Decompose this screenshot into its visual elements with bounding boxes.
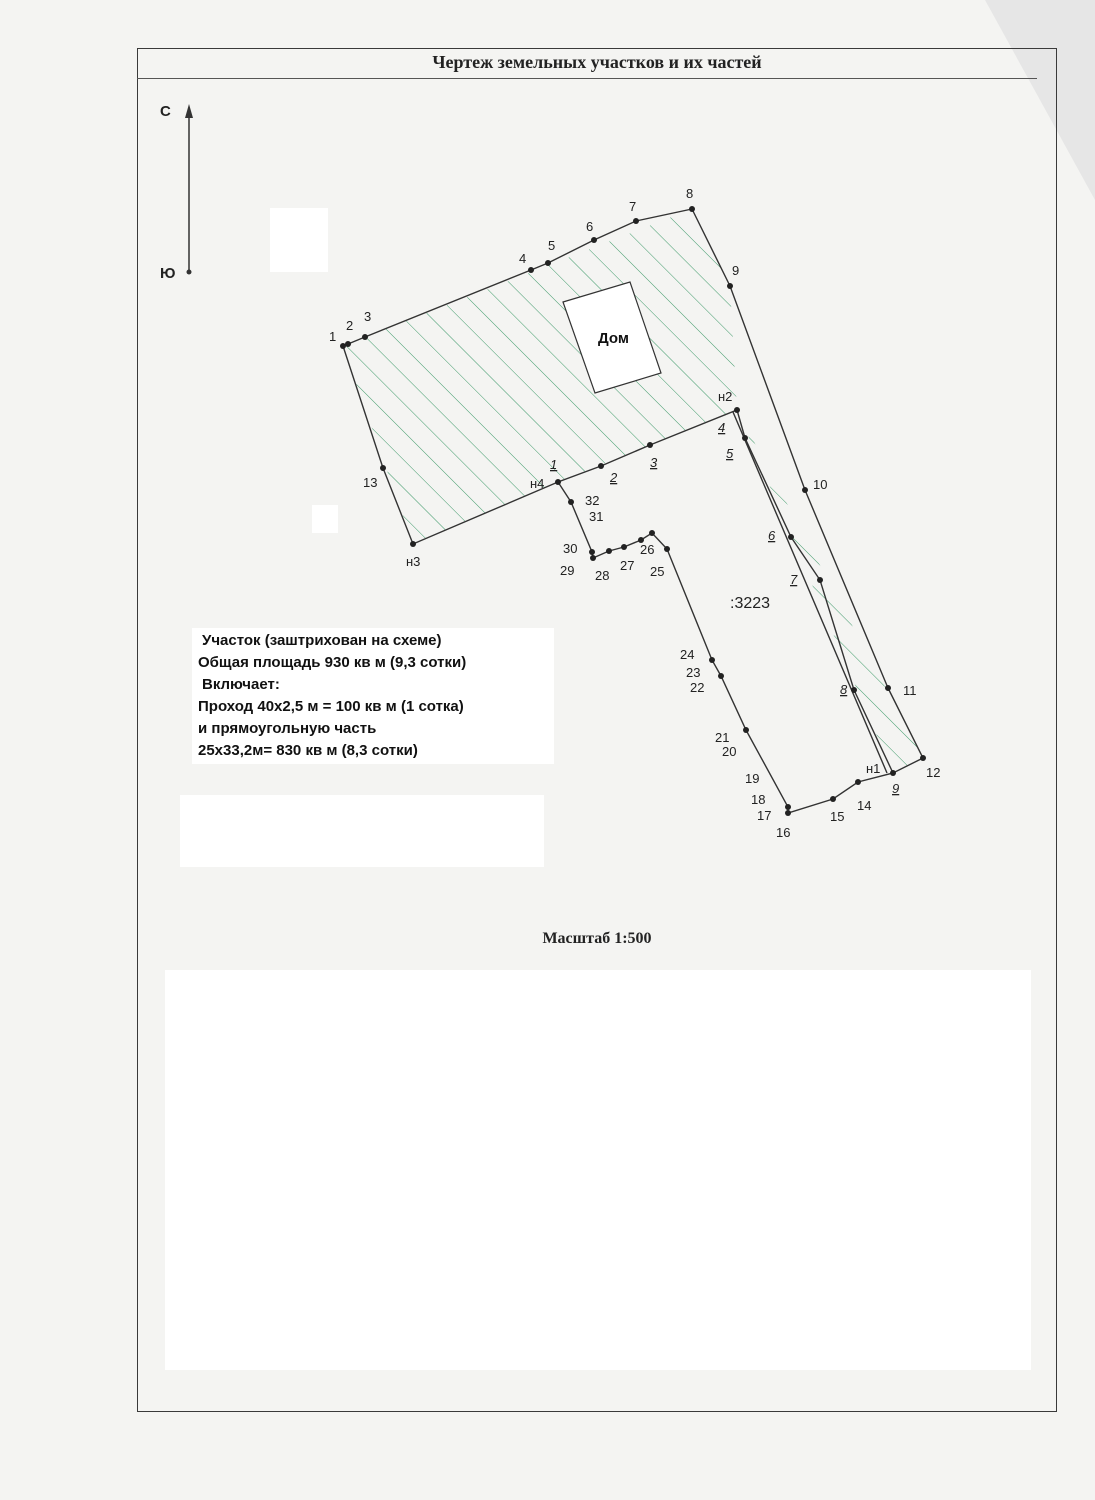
part-point-label-7: 7 xyxy=(790,572,798,587)
page-fold xyxy=(985,0,1095,200)
point-label-10: 10 xyxy=(813,477,827,492)
part-point-label-1: 1 xyxy=(550,457,557,472)
part-point-label-2: 2 xyxy=(609,470,618,485)
point-label-4: 4 xyxy=(519,251,526,266)
compass-arrow xyxy=(185,104,193,275)
point-label-31: 31 xyxy=(589,509,603,524)
point-label-30: 30 xyxy=(563,541,577,556)
compass-south-label: Ю xyxy=(160,265,175,282)
hatched-parcel xyxy=(343,209,923,773)
part-point-label-6: 6 xyxy=(768,528,776,543)
info-line-1: Участок (заштрихован на схеме) xyxy=(202,632,442,649)
info-line-5: и прямоугольную часть xyxy=(198,720,377,737)
title-divider xyxy=(137,78,1037,79)
point-label-8: 8 xyxy=(686,186,693,201)
point-label-14: 14 xyxy=(857,798,871,813)
point-label-22: 22 xyxy=(690,680,704,695)
redacted-area-top xyxy=(270,208,328,272)
point-label-n1: н1 xyxy=(866,761,880,776)
point-label-n4: н4 xyxy=(530,476,544,491)
point-label-13: 13 xyxy=(363,475,377,490)
parcel-number: :3223 xyxy=(730,595,770,612)
point-label-12: 12 xyxy=(926,765,940,780)
point-label-n3: н3 xyxy=(406,554,420,569)
point-label-17: 17 xyxy=(757,808,771,823)
part-point-label-3: 3 xyxy=(650,455,658,470)
redacted-area-middle xyxy=(180,795,544,867)
point-label-19: 19 xyxy=(745,771,759,786)
part-point-label-4: 4 xyxy=(718,420,725,435)
point-label-5: 5 xyxy=(548,238,555,253)
point-label-7: 7 xyxy=(629,199,636,214)
point-label-18: 18 xyxy=(751,792,765,807)
point-label-1: 1 xyxy=(329,329,336,344)
point-label-9: 9 xyxy=(732,263,739,278)
boundary-points xyxy=(340,206,926,816)
point-label-28: 28 xyxy=(595,568,609,583)
drawing-frame xyxy=(137,48,1057,1412)
house-outline xyxy=(562,281,662,394)
point-label-11: 11 xyxy=(903,683,917,698)
redacted-area-small xyxy=(312,505,338,533)
point-label-25: 25 xyxy=(650,564,664,579)
point-label-6: 6 xyxy=(586,219,593,234)
info-line-4: Проход 40х2,5 м = 100 кв м (1 сотка) xyxy=(198,698,464,715)
point-label-20: 20 xyxy=(722,744,736,759)
point-label-2: 2 xyxy=(346,318,353,333)
point-label-23: 23 xyxy=(686,665,700,680)
parcel-info-block: Участок (заштрихован на схеме) Общая пло… xyxy=(192,628,554,764)
point-label-32: 32 xyxy=(585,493,599,508)
point-label-n2: н2 xyxy=(718,389,732,404)
parcel-inner-boundary xyxy=(732,411,888,774)
part-point-label-5: 5 xyxy=(726,446,734,461)
point-label-16: 16 xyxy=(776,825,790,840)
point-label-21: 21 xyxy=(715,730,729,745)
scale-label: Масштаб 1:500 xyxy=(542,930,652,947)
compass-north-label: С xyxy=(160,103,171,120)
info-line-6: 25х33,2м= 830 кв м (8,3 сотки) xyxy=(198,742,418,759)
house-label: Дом xyxy=(598,330,629,347)
point-label-3: 3 xyxy=(364,309,371,324)
redacted-area-bottom xyxy=(165,970,1031,1370)
info-line-3: Включает: xyxy=(202,676,280,693)
point-label-29: 29 xyxy=(560,563,574,578)
info-line-2: Общая площадь 930 кв м (9,3 сотки) xyxy=(198,654,467,671)
point-label-24: 24 xyxy=(680,647,694,662)
point-label-15: 15 xyxy=(830,809,844,824)
part-point-label-8: 8 xyxy=(840,682,848,697)
parcel-boundary-west xyxy=(342,345,559,545)
part-point-label-9: 9 xyxy=(892,781,899,796)
point-label-26: 26 xyxy=(640,542,654,557)
point-label-27: 27 xyxy=(620,558,634,573)
drawing-title: Чертеж земельных участков и их частей xyxy=(432,52,762,72)
